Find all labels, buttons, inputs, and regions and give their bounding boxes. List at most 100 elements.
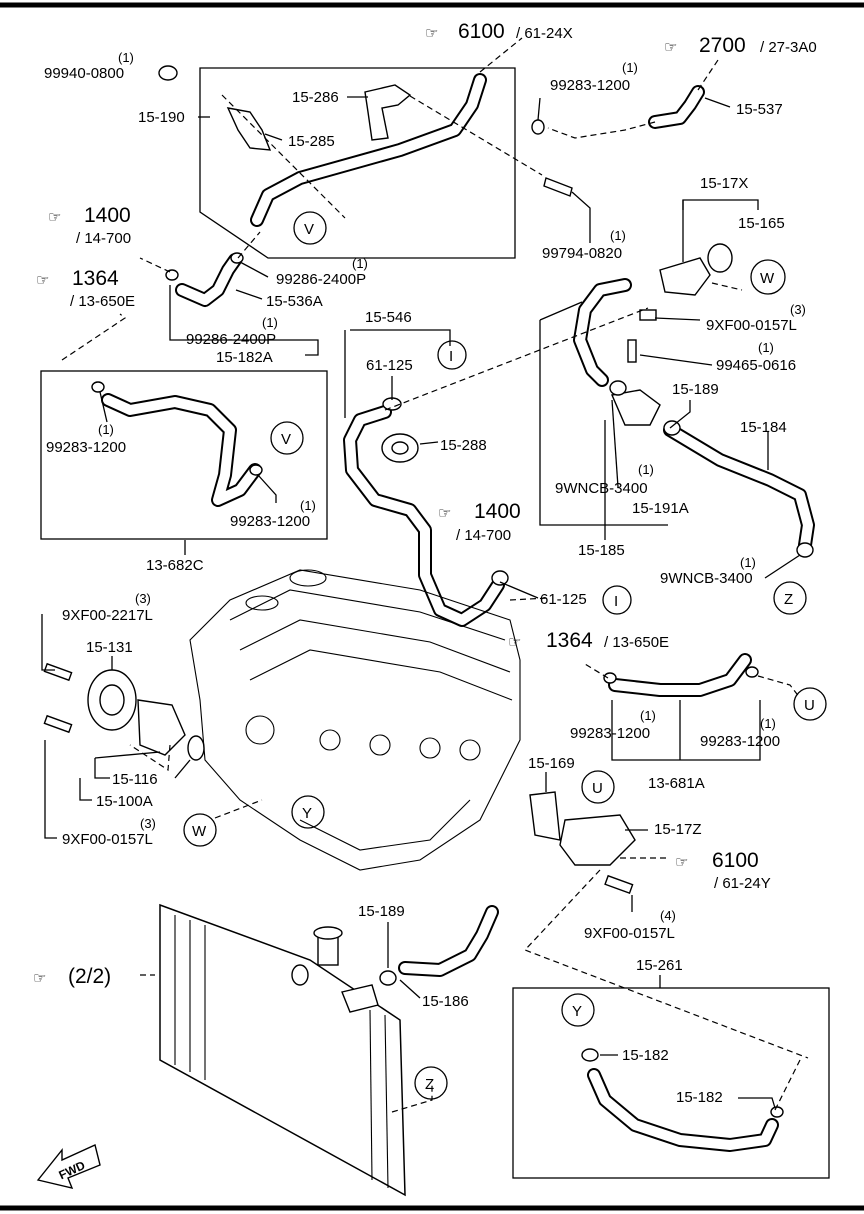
label-99286-2400p-b: 99286-2400P [186,331,276,348]
label-15-288: 15-288 [440,437,487,454]
label-61-125-upper: 61-125 [366,357,413,374]
ref-1364-right-sub: / 13-650E [604,634,669,651]
label-15-116: 15-116 [112,771,158,788]
label-13-682c: 13-682C [146,557,204,574]
label-15-546: 15-546 [365,309,412,326]
qty: (1) [300,498,316,513]
circle-w-left: W [192,823,207,840]
label-15-536a: 15-536A [266,293,323,310]
ref-2-2-icon[interactable]: ☞ [33,970,46,987]
circle-v-left: V [281,431,291,448]
ref-2700-main[interactable]: 2700 [699,34,746,57]
label-99283-1200-left2: 99283-1200 [230,513,310,530]
label-15-100a: 15-100A [96,793,153,810]
box-15-190 [199,67,516,259]
qty: (1) [758,340,774,355]
ref-1364-left-icon[interactable]: ☞ [36,272,49,289]
ref-1400-mid-main[interactable]: 1400 [474,500,521,523]
box-15-261 [512,987,830,1179]
label-15-286: 15-286 [292,89,339,106]
circled-letters: V V W I I Z U U Y W Y Z [183,211,827,1100]
label-15-165: 15-165 [738,215,785,232]
label-15-184: 15-184 [740,419,787,436]
ref-6100-top-sub: / 61-24X [516,25,573,42]
ref-6100-top-icon[interactable]: ☞ [425,25,438,42]
circle-z-radiator: Z [425,1076,434,1093]
label-15-190: 15-190 [138,109,185,126]
label-9wncb-3400-b: 9WNCB-3400 [660,570,753,587]
ref-1400-left-sub: / 14-700 [76,230,131,247]
ref-6100-top-main[interactable]: 6100 [458,20,505,43]
ref-6100-right-main[interactable]: 6100 [712,849,759,872]
label-15-182a: 15-182A [216,349,273,366]
qty: (3) [135,591,151,606]
ref-1400-mid-icon[interactable]: ☞ [438,505,451,522]
circle-u-lower: U [592,780,603,797]
label-15-17x: 15-17X [700,175,748,192]
ref-1400-left-main[interactable]: 1400 [84,204,131,227]
fwd-arrow: FWD [36,1144,101,1189]
circle-z-right: Z [784,591,793,608]
label-99940-0800: 99940-0800 [44,65,124,82]
qty: (1) [760,716,776,731]
circle-y-box: Y [572,1003,582,1020]
label-61-125-lower: 61-125 [540,591,587,608]
qty: (1) [740,555,756,570]
reference-links: ☞ 6100 / 61-24X ☞ 2700 / 27-3A0 ☞ 1400 /… [33,20,817,988]
label-15-131: 15-131 [86,639,133,656]
label-99283-1200-right2: 99283-1200 [700,733,780,750]
small-parts [43,65,814,1118]
qty: (1) [622,60,638,75]
qty: (3) [140,816,156,831]
radiator [159,903,406,1197]
ref-6100-right-sub: / 61-24Y [714,875,771,892]
qty: (3) [790,302,806,317]
ref-1400-mid-sub: / 14-700 [456,527,511,544]
ref-1364-right-main[interactable]: 1364 [546,629,593,652]
label-15-186: 15-186 [422,993,469,1010]
label-9xf00-0157l-a: 9XF00-0157L [706,317,797,334]
label-15-182-a: 15-182 [622,1047,669,1064]
ref-2-2-main[interactable]: (2/2) [68,965,111,988]
qty: (1) [640,708,656,723]
circle-u-right: U [804,697,815,714]
part-labels: (1) 99940-0800 15-190 15-286 15-285 (1) … [44,50,806,1106]
circle-y-engine: Y [302,805,312,822]
circle-i-upper: I [449,348,453,365]
circle-i-lower: I [614,593,618,610]
label-99286-2400p-a: 99286-2400P [276,271,366,288]
solid-leaders [41,96,801,1109]
label-99465-0616: 99465-0616 [716,357,796,374]
label-15-185: 15-185 [578,542,625,559]
ref-2700-sub: / 27-3A0 [760,39,817,56]
label-9xf00-2217l: 9XF00-2217L [62,607,153,624]
label-15-17z: 15-17Z [654,821,702,838]
qty: (1) [262,315,278,330]
qty: (4) [660,908,676,923]
label-9wncb-3400-a: 9WNCB-3400 [555,480,648,497]
label-99794-0820: 99794-0820 [542,245,622,262]
label-15-191a: 15-191A [632,500,689,517]
ref-6100-right-icon[interactable]: ☞ [675,854,688,871]
engine-block [189,569,521,871]
label-15-189-b: 15-189 [358,903,405,920]
ref-1400-left-icon[interactable]: ☞ [48,209,61,226]
circle-w-right: W [760,270,775,287]
label-15-189-a: 15-189 [672,381,719,398]
qty: (1) [610,228,626,243]
ref-1364-right-icon[interactable]: ☞ [508,634,521,651]
hoses [101,73,815,1152]
label-99283-1200-left1: 99283-1200 [46,439,126,456]
label-15-285: 15-285 [288,133,335,150]
ref-2700-icon[interactable]: ☞ [664,39,677,56]
label-99283-1200-top: 99283-1200 [550,77,630,94]
label-15-182-b: 15-182 [676,1089,723,1106]
ref-1364-left-sub: / 13-650E [70,293,135,310]
circle-v-top: V [304,221,314,238]
dashed-leaders [61,37,809,1113]
qty: (1) [638,462,654,477]
ref-1364-left-main[interactable]: 1364 [72,267,119,290]
qty: (1) [118,50,134,65]
label-15-169: 15-169 [528,755,575,772]
